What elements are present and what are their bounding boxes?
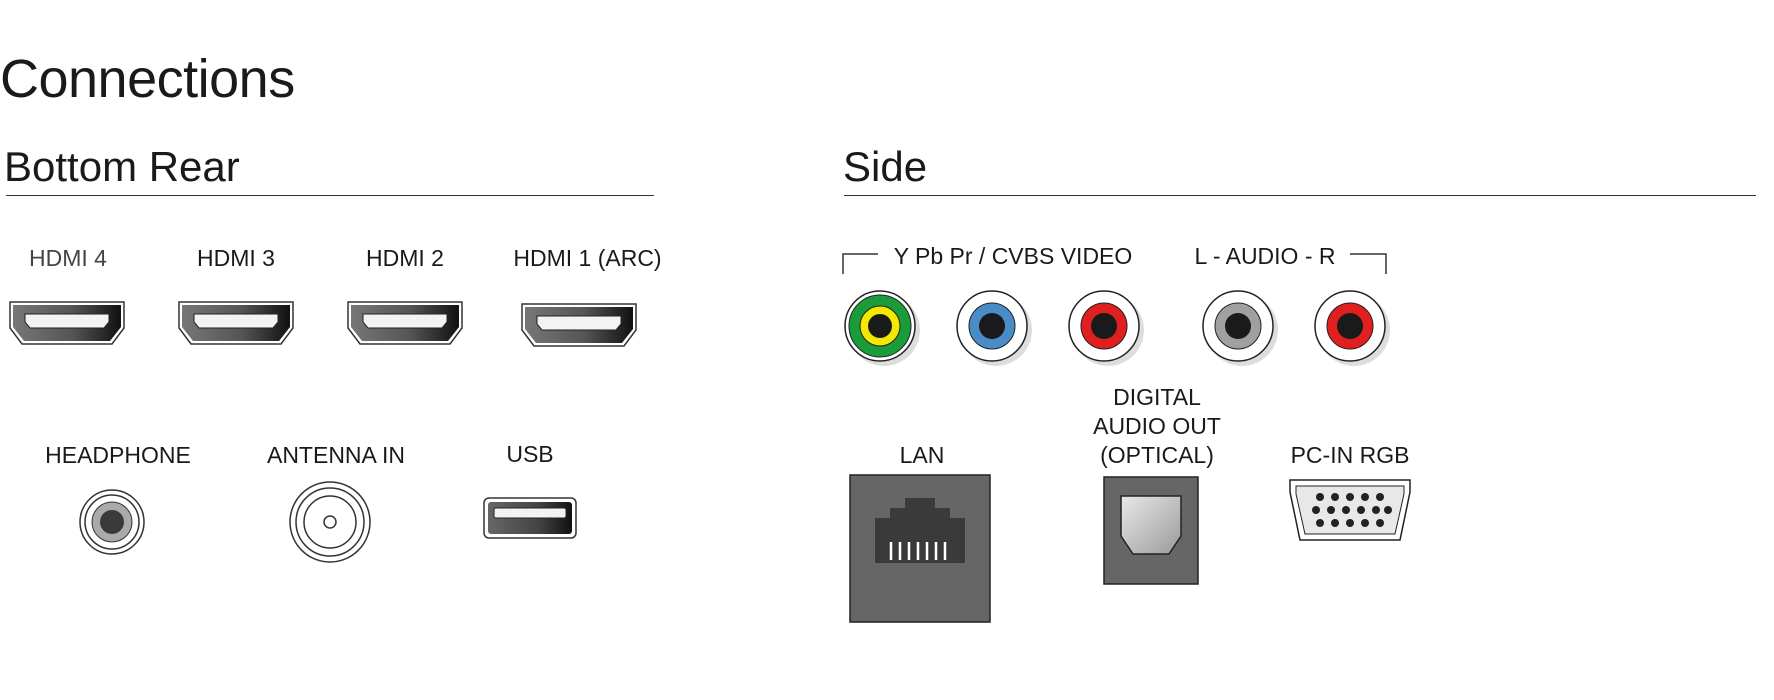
hdmi-1-arc-label: HDMI 1 (ARC)	[513, 245, 662, 271]
pc-in-rgb-label: PC-IN RGB	[1290, 442, 1410, 468]
usb-port-icon	[483, 497, 577, 539]
lan-label: LAN	[899, 442, 945, 468]
hdmi-2-label: HDMI 2	[366, 245, 444, 271]
rca-blue-jack-icon	[956, 290, 1032, 366]
rca-white-audio-jack-icon	[1202, 290, 1278, 366]
bottom-rear-heading: Bottom Rear	[4, 143, 240, 190]
vga-port-icon	[1289, 479, 1411, 541]
hdmi-port-icon	[9, 301, 125, 345]
audio-group-label: L - AUDIO - R	[1194, 243, 1336, 269]
hdmi-port-icon	[347, 301, 463, 345]
rca-green-jack-icon	[844, 290, 920, 366]
audio-out-label: AUDIO OUT	[1093, 413, 1221, 439]
digital-label: DIGITAL	[1113, 384, 1201, 410]
hdmi-port-icon	[178, 301, 294, 345]
side-heading: Side	[843, 143, 928, 190]
side-divider	[844, 195, 1756, 196]
coaxial-antenna-icon	[289, 481, 371, 563]
hdmi-3-label: HDMI 3	[197, 245, 275, 271]
rca-red-jack-icon	[1068, 290, 1144, 366]
page-title: Connections	[0, 49, 295, 109]
antenna-in-label: ANTENNA IN	[266, 442, 406, 468]
hdmi-4-label: HDMI 4	[29, 245, 107, 271]
bottom-rear-divider	[6, 195, 654, 196]
hdmi-port-icon	[521, 303, 637, 347]
rca-jacks-group	[844, 290, 1390, 366]
optical-port-icon	[1103, 476, 1199, 585]
video-audio-bracket	[842, 253, 1387, 274]
headphone-jack-icon	[79, 489, 145, 555]
usb-label: USB	[506, 441, 554, 467]
optical-label: (OPTICAL)	[1100, 442, 1214, 468]
headphone-label: HEADPHONE	[45, 442, 191, 468]
video-group-label: Y Pb Pr / CVBS VIDEO	[893, 243, 1133, 269]
rca-red-audio-jack-icon	[1314, 290, 1390, 366]
ethernet-port-icon	[849, 474, 991, 623]
